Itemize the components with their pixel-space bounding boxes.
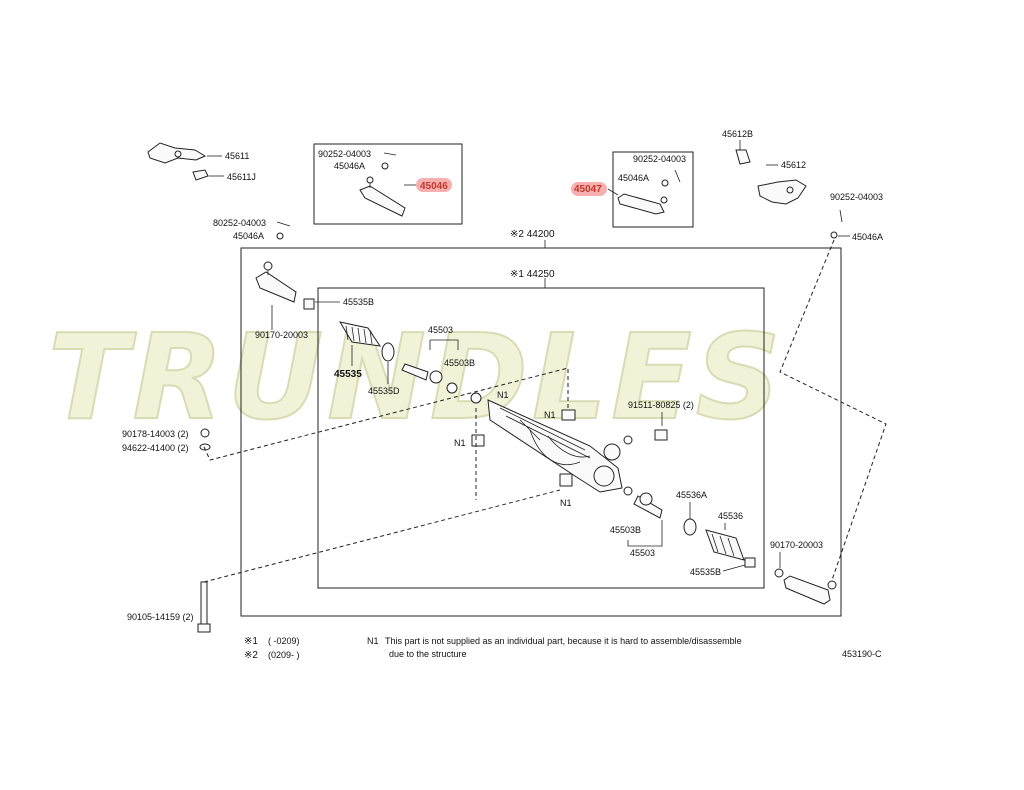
part-45535[interactable]: 45535 bbox=[334, 321, 382, 380]
part-45535d[interactable]: 45535D bbox=[368, 342, 400, 396]
n1-item-b[interactable]: N1 bbox=[544, 409, 576, 421]
callout-45503b-bottom: 45503B bbox=[610, 525, 641, 535]
callout-n1-c: N1 bbox=[454, 438, 466, 448]
footer-notes: ※1 ( -0209) ※2 (0209- ) N1 This part is … bbox=[244, 636, 882, 661]
part-45611[interactable]: 45611 bbox=[147, 142, 249, 164]
part-45611j[interactable]: 45611J bbox=[192, 169, 256, 182]
callout-n1-b: N1 bbox=[544, 410, 556, 420]
callout-80252: 80252-04003 bbox=[213, 218, 266, 228]
callout-90170-right: 90170-20003 bbox=[770, 540, 823, 550]
part-45536a[interactable]: 45536A bbox=[676, 490, 707, 536]
outer-assembly-box bbox=[240, 247, 842, 617]
n1-mark: N1 bbox=[367, 636, 379, 646]
callout-45611j: 45611J bbox=[227, 172, 256, 182]
part-45612[interactable]: 45612 bbox=[757, 160, 807, 205]
callout-n1-a: N1 bbox=[497, 390, 509, 400]
callout-94622: 94622-41400 (2) bbox=[122, 443, 189, 453]
callout-45536: 45536 bbox=[718, 511, 743, 521]
callout-45536a: 45536A bbox=[676, 490, 707, 500]
n1-text-line1: This part is not supplied as an individu… bbox=[385, 636, 742, 646]
callout-45046a-left: 45046A bbox=[233, 231, 264, 241]
leader-dashed-3 bbox=[779, 239, 887, 581]
inner-assembly-label: ※1 44250 bbox=[510, 269, 555, 280]
callout-box-right-main: 45047 bbox=[574, 184, 602, 195]
callout-45535d: 45535D bbox=[368, 386, 400, 396]
steering-rack[interactable] bbox=[487, 399, 633, 493]
note2-mark: ※2 bbox=[244, 650, 258, 661]
part-45612b[interactable]: 45612B bbox=[722, 129, 753, 165]
callout-45046a-right: 45046A bbox=[852, 232, 883, 242]
highlight-45046 bbox=[416, 178, 452, 192]
callout-n1-d: N1 bbox=[560, 498, 572, 508]
part-45536[interactable]: 45536 bbox=[705, 511, 745, 561]
callout-90170-left: 90170-20003 bbox=[255, 330, 308, 340]
note1-range: ( -0209) bbox=[268, 636, 300, 646]
part-45535b-bottom[interactable]: 45535B bbox=[690, 557, 756, 577]
callout-45612b: 45612B bbox=[722, 129, 753, 139]
callout-box-left-90252: 90252-04003 bbox=[318, 149, 371, 159]
outer-assembly-label: ※2 44200 bbox=[510, 229, 555, 240]
callout-45503-top: 45503 bbox=[428, 325, 453, 335]
callout-box-right-45046a: 45046A bbox=[618, 173, 649, 183]
n1-text-line2: due to the structure bbox=[389, 649, 467, 659]
part-90178[interactable]: 90178-14003 (2) bbox=[122, 428, 210, 439]
part-45503-bottom[interactable]: 45503B 45503 bbox=[610, 486, 663, 558]
part-80252-04003[interactable]: 80252-04003 45046A bbox=[213, 218, 291, 241]
part-91511[interactable]: 91511-80825 (2) bbox=[628, 400, 694, 441]
note1-mark: ※1 bbox=[244, 636, 258, 647]
callout-45612: 45612 bbox=[781, 160, 806, 170]
part-45535b-top[interactable]: 45535B bbox=[303, 297, 374, 310]
callout-45611: 45611 bbox=[225, 151, 249, 161]
note2-range: (0209- ) bbox=[268, 650, 300, 660]
callout-45503-bottom: 45503 bbox=[630, 548, 655, 558]
callout-90252-right: 90252-04003 bbox=[830, 192, 883, 202]
callout-45535: 45535 bbox=[334, 369, 362, 380]
part-90252-right[interactable]: 90252-04003 45046A bbox=[830, 192, 883, 242]
callout-box-right-90252: 90252-04003 bbox=[633, 154, 686, 164]
n1-item-a[interactable]: N1 bbox=[470, 390, 509, 404]
callout-box-left-45046a: 45046A bbox=[334, 161, 365, 171]
tie-rod-end-left[interactable]: 90170-20003 bbox=[255, 261, 308, 340]
callout-90105: 90105-14159 (2) bbox=[127, 612, 194, 622]
callout-45535b-top: 45535B bbox=[343, 297, 374, 307]
callout-45535b-bottom: 45535B bbox=[690, 567, 721, 577]
n1-item-d[interactable]: N1 bbox=[559, 473, 573, 508]
tie-rod-end-left-box[interactable]: 90252-04003 45046A 45046 bbox=[313, 143, 463, 225]
callout-45503b-top: 45503B bbox=[444, 358, 475, 368]
part-90105[interactable]: 90105-14159 (2) bbox=[127, 581, 211, 633]
leader-dashed-1 bbox=[203, 367, 569, 461]
callout-90178: 90178-14003 (2) bbox=[122, 429, 189, 439]
watermark-text: TRUNDLES bbox=[48, 308, 785, 446]
watermark: TRUNDLES bbox=[47, 307, 785, 447]
part-45503-top[interactable]: 45503 45503B bbox=[401, 325, 475, 394]
leader-dashed-2 bbox=[203, 489, 561, 583]
n1-item-c[interactable]: N1 bbox=[454, 434, 485, 448]
tie-rod-end-right[interactable]: 90170-20003 bbox=[770, 540, 837, 605]
diagram-code: 453190-C bbox=[842, 649, 882, 659]
callout-91511: 91511-80825 (2) bbox=[628, 400, 694, 410]
highlight-45047 bbox=[571, 182, 607, 196]
tie-rod-end-right-box[interactable]: 90252-04003 45046A 45047 bbox=[571, 151, 694, 228]
inner-assembly-box bbox=[317, 287, 765, 589]
callout-box-left-main: 45046 bbox=[420, 181, 448, 192]
